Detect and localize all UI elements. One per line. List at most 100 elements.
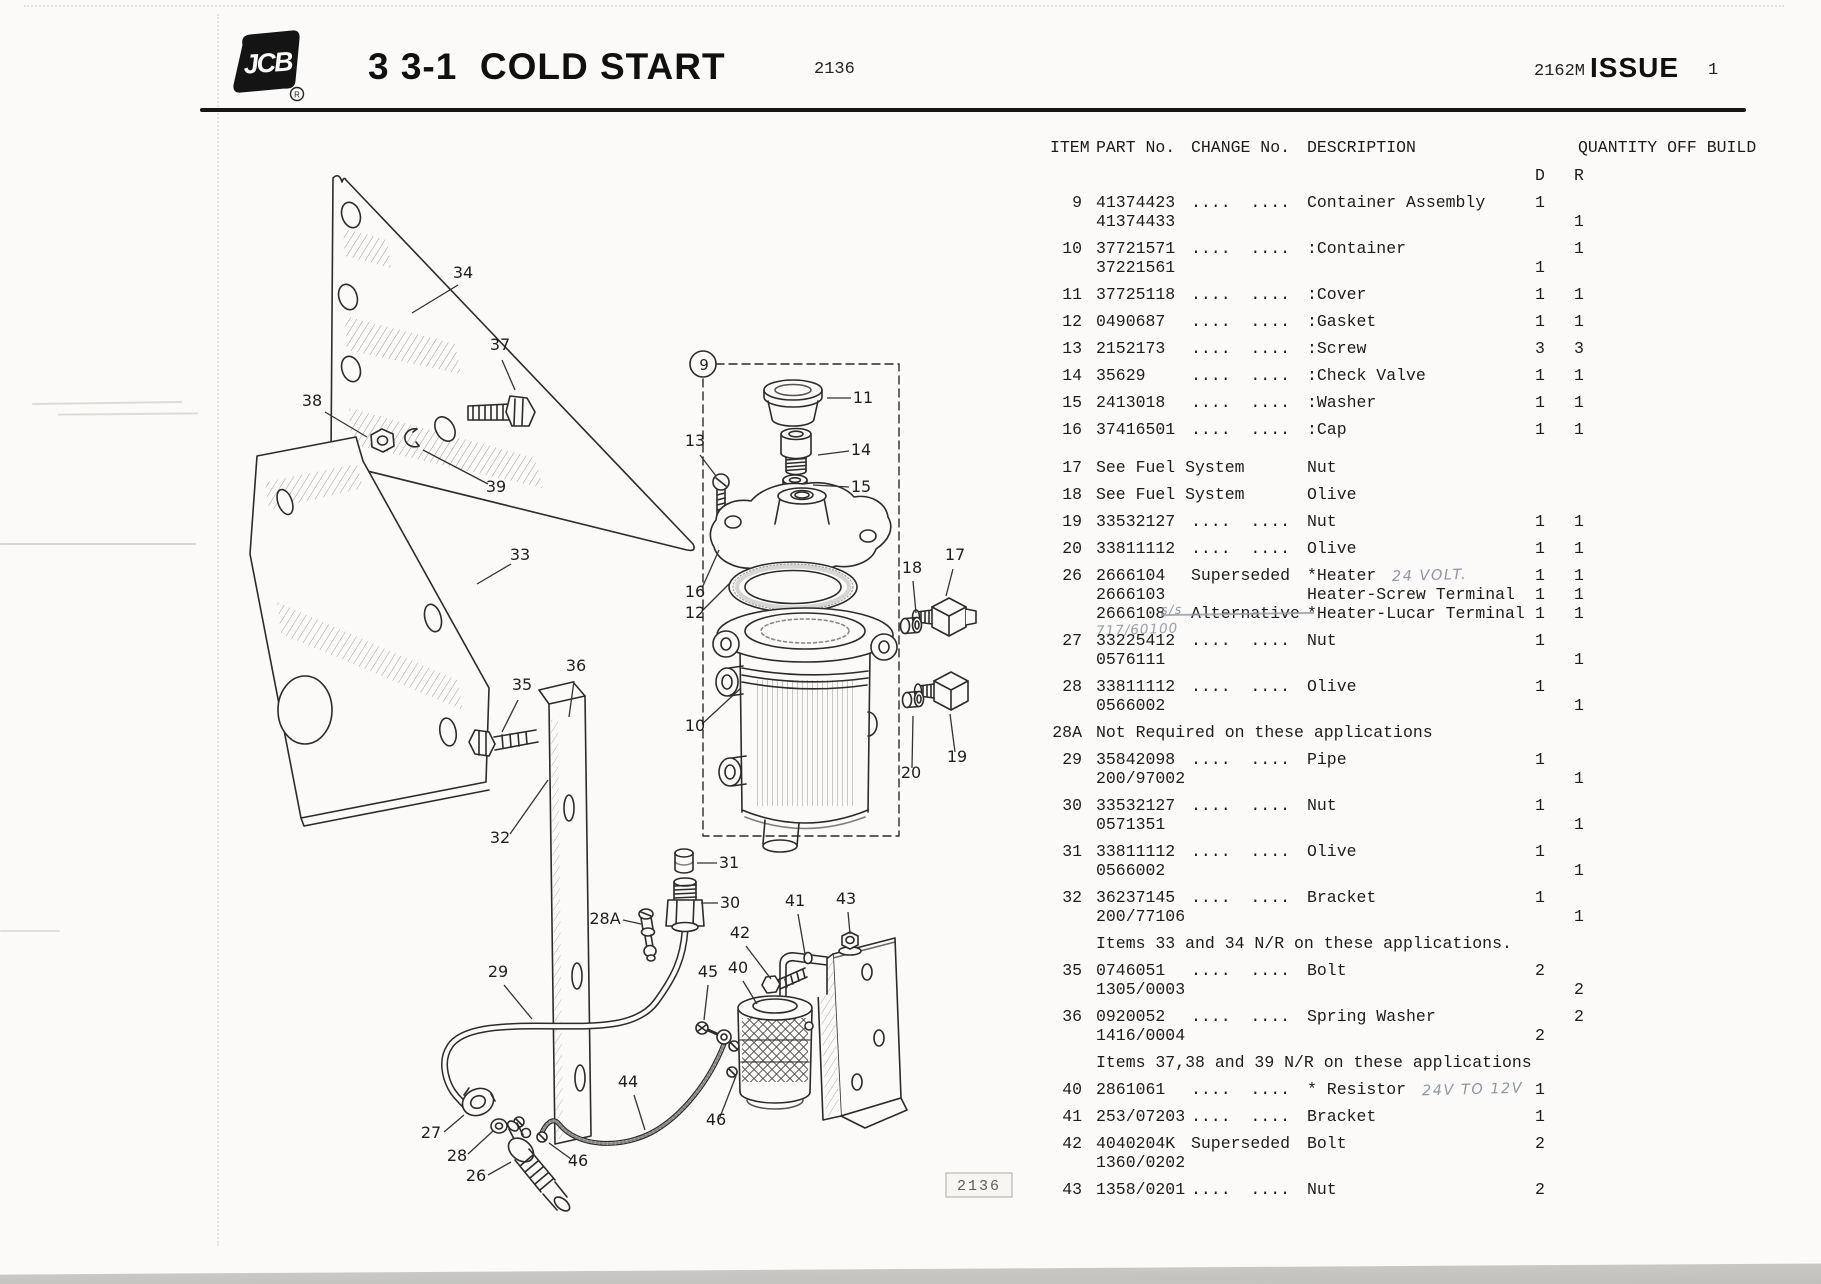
- col-r: R: [1574, 166, 1584, 185]
- svg-text:28A: 28A: [589, 909, 620, 928]
- part-bracket-41: [779, 951, 828, 1011]
- callout-12: 12: [685, 581, 732, 622]
- scan-artifact: [0, 543, 196, 545]
- part-spring-washer-39: [404, 428, 420, 448]
- part-valve-28A: [638, 908, 657, 962]
- figure-code: 2136: [814, 60, 855, 79]
- col-part: PART No.: [1096, 138, 1176, 157]
- part-cap-11: [763, 379, 823, 427]
- issue-ref: 2162M: [1534, 62, 1586, 81]
- svg-text:34: 34: [453, 263, 473, 282]
- col-change: CHANGE No.: [1191, 138, 1291, 157]
- svg-text:40: 40: [728, 958, 748, 977]
- header-rule: [200, 108, 1746, 112]
- part-bracket-34: [330, 174, 695, 552]
- part-angle-plate: [816, 937, 908, 1129]
- table-header: ITEM PART No. CHANGE No. DESCRIPTION QUA…: [1048, 138, 1778, 158]
- callout-41: 41: [785, 891, 806, 955]
- callout-13: 13: [685, 431, 717, 477]
- callout-17: 17: [945, 545, 965, 597]
- part-olive-31: [674, 848, 694, 874]
- scan-artifact: [0, 930, 60, 932]
- svg-text:14: 14: [851, 440, 871, 459]
- svg-text:45: 45: [698, 962, 718, 981]
- svg-text:28: 28: [447, 1146, 467, 1165]
- svg-text:29: 29: [488, 962, 508, 981]
- part-nut-43: [838, 931, 862, 956]
- callout-29: 29: [488, 962, 533, 1020]
- issue-number: 1: [1708, 61, 1719, 80]
- part-olive-20: [901, 690, 925, 709]
- callout-40: 40: [728, 958, 758, 1005]
- callout-28: 28: [447, 1130, 494, 1165]
- svg-text:19: 19: [947, 747, 967, 766]
- part-bolt-37: [467, 395, 536, 427]
- svg-text:10: 10: [685, 716, 705, 735]
- svg-text:27: 27: [421, 1123, 441, 1142]
- callout-18: 18: [902, 558, 922, 614]
- svg-text:26: 26: [466, 1166, 486, 1185]
- part-olive-18: [899, 616, 923, 635]
- svg-text:46: 46: [568, 1151, 588, 1170]
- svg-text:44: 44: [618, 1072, 638, 1091]
- svg-text:31: 31: [719, 853, 739, 872]
- table-row-item-42: 1360/0202: [1096, 1153, 1186, 1172]
- svg-text:R: R: [294, 91, 300, 100]
- svg-text:30: 30: [720, 893, 740, 912]
- part-strap-32: [538, 681, 592, 1145]
- callout-35: 35: [501, 675, 532, 733]
- table-note-row: Items 33 and 34 N/R on these application…: [1096, 934, 1512, 953]
- scan-artifact: [31, 400, 183, 406]
- part-bolt-35: [468, 729, 539, 757]
- svg-text:36: 36: [566, 656, 586, 675]
- part-container-10: [712, 607, 898, 853]
- part-nut-27: [461, 1087, 496, 1117]
- callout-31: 31: [697, 853, 739, 872]
- assembly-box-9: [689, 350, 900, 837]
- svg-text:42: 42: [730, 923, 750, 942]
- callout-42: 42: [730, 923, 772, 980]
- col-desc: DESCRIPTION: [1307, 138, 1416, 157]
- part-cover-16: [709, 481, 892, 574]
- callout-32: 32: [490, 779, 549, 847]
- callout-36: 36: [566, 656, 586, 718]
- callout-34: 34: [411, 263, 473, 314]
- svg-text:11: 11: [853, 388, 873, 407]
- svg-text:41: 41: [785, 891, 805, 910]
- callout-33: 33: [476, 545, 530, 585]
- callout-20: 20: [901, 715, 921, 782]
- svg-text:12: 12: [685, 603, 705, 622]
- callout-46: 46: [706, 1075, 737, 1129]
- callout-14: 14: [817, 440, 871, 459]
- svg-text:16: 16: [685, 582, 705, 601]
- part-heater-26: [506, 1120, 571, 1212]
- callout-10: 10: [685, 687, 742, 735]
- callout-45: 45: [698, 962, 718, 1021]
- svg-text:46: 46: [706, 1110, 726, 1129]
- callout-19: 19: [947, 713, 967, 766]
- table-subheader: D R: [1048, 166, 1778, 186]
- scan-bottom-edge: [0, 1263, 1821, 1284]
